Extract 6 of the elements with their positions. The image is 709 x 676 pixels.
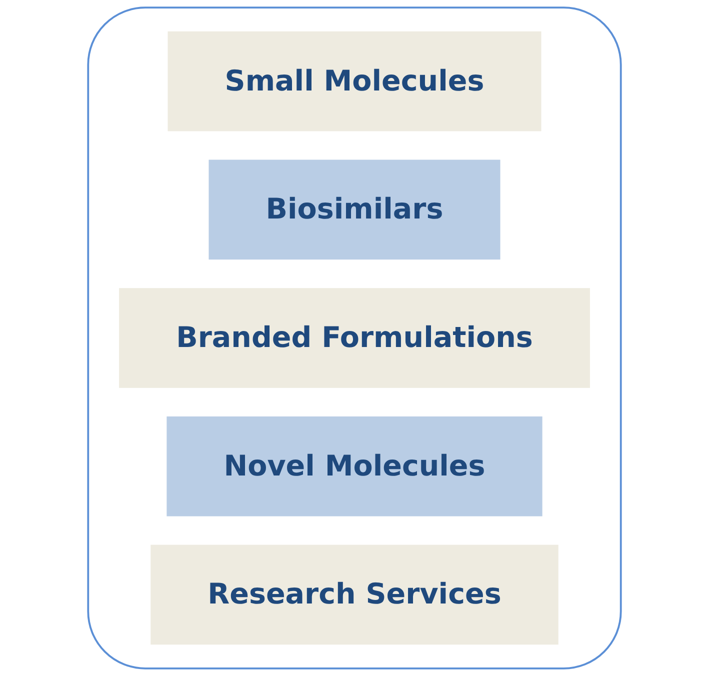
node-box: Branded Formulations <box>119 288 590 388</box>
node-box: Research Services <box>150 544 558 645</box>
cluster <box>87 6 622 670</box>
node-box: Small Molecules <box>168 31 542 132</box>
node-box: Novel Molecules <box>166 416 542 516</box>
node-box: Biosimilars <box>208 160 500 260</box>
